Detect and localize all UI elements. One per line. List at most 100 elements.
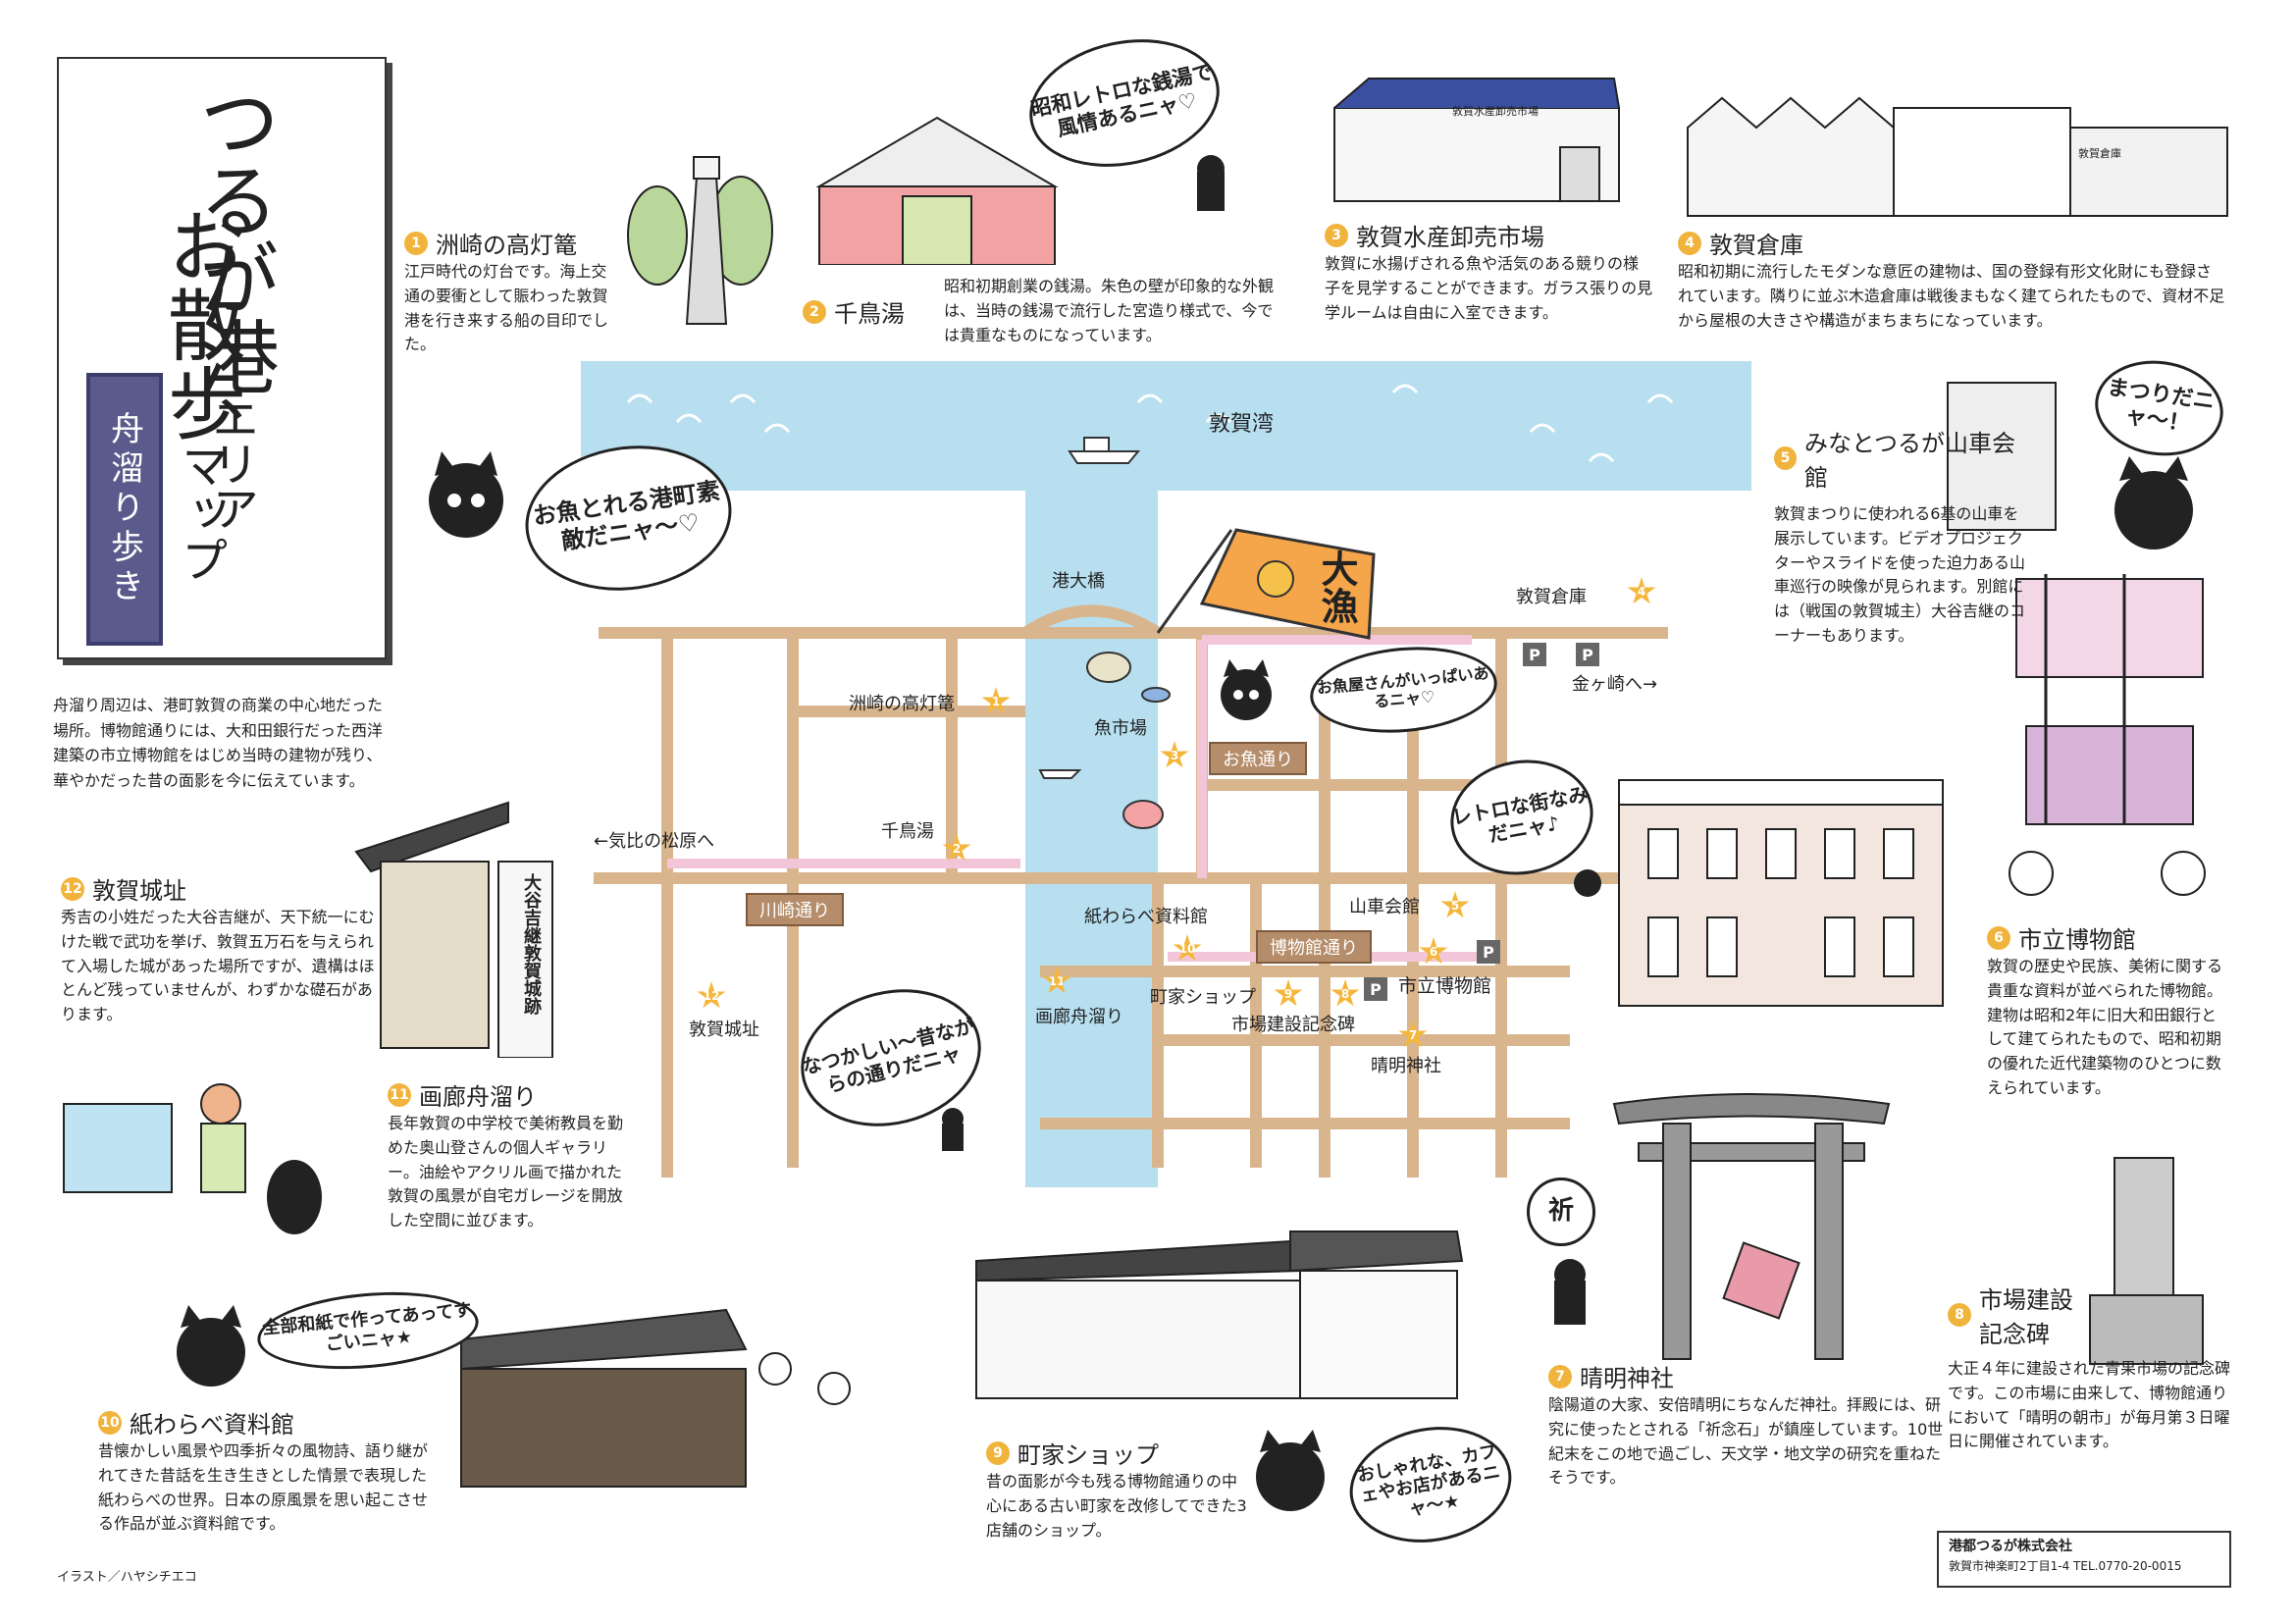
spot-name: 敦賀倉庫 (1709, 232, 1803, 259)
spot-name: 敦賀城址 (92, 877, 186, 905)
speech-bubble: 祈 (1527, 1178, 1595, 1246)
map-label-s4: 敦賀倉庫 (1516, 587, 1587, 607)
intro-text: 舟溜り周辺は、港町敦賀の商業の中心地だった場所。博物館通りには、大和田銀行だった… (53, 696, 384, 790)
bathhouse-illustration (815, 116, 1059, 265)
warehouse-sign: 敦賀倉庫 (2078, 147, 2121, 160)
spot-4: 4 敦賀倉庫 昭和初期に流行したモダンな意匠の建物は、国の登録有形文化財にも登録さ… (1678, 226, 2227, 333)
title-line-1: つるが港エリア (184, 80, 278, 530)
map-label-s11: 画廊舟溜り (1035, 1007, 1123, 1027)
spot-number-badge: 1 (404, 231, 428, 255)
spot-number-badge: 4 (1678, 231, 1701, 255)
lighthouse-illustration (627, 156, 773, 325)
cat-icon (1256, 1430, 1325, 1511)
map-label-s12: 敦賀城址 (689, 1020, 759, 1040)
title-box: つるが港エリア お散歩マップ 舟溜り歩き (57, 57, 387, 659)
cat-icon (942, 1108, 964, 1151)
boat-icons (1038, 437, 1141, 779)
spot-number-badge: 8 (1948, 1303, 1971, 1327)
cat-icon (177, 1305, 245, 1387)
right-arrow-label: 金ヶ崎へ→ (1572, 674, 1658, 695)
parking-icon: P (1576, 643, 1599, 666)
map-label-s6: 市立博物館 (1398, 975, 1492, 997)
bay-water (581, 361, 1751, 1182)
map-label-s9: 町家ショップ (1150, 987, 1256, 1008)
spot-number-badge: 9 (986, 1440, 1010, 1465)
warehouse-illustration (1687, 96, 2228, 217)
spot-name: 市場建設記念碑 (1979, 1286, 2073, 1348)
spot-number-badge: 6 (1987, 925, 2010, 950)
street-kawasaki: 川崎通り (746, 893, 844, 926)
map-label-s1: 洲崎の高灯篭 (849, 694, 955, 714)
spot-number-badge: 2 (803, 299, 826, 324)
spot-description: 昭和初期に流行したモダンな意匠の建物は、国の登録有形文化財にも登録されています。… (1678, 262, 2225, 330)
shrine-torii-illustration (1612, 1093, 1891, 1360)
spot-8: 8 市場建設記念碑 大正４年に建設された青果市場の記念碑です。この市場に由来して、… (1948, 1281, 2230, 1454)
spot-number-badge: 12 (61, 876, 84, 901)
harbor-bridge (1021, 604, 1162, 639)
flag-text: 大漁 (1315, 550, 1358, 624)
spot-name: 紙わらべ資料館 (130, 1411, 294, 1439)
spot-number-badge: 5 (1774, 446, 1797, 470)
map-label-s7: 晴明神社 (1371, 1056, 1441, 1076)
spot-description: 江戸時代の灯台です。海上交通の要衝として賑わった敦賀港を行き来する船の目印でした… (404, 262, 609, 354)
spot-name: みなとつるが山車会館 (1803, 430, 2016, 492)
spot-10: 10 紙わらべ資料館 昔懐かしい風景や四季折々の風物詩、語り継がれてきた昔話を生き… (98, 1405, 442, 1537)
tairyo-flag (1156, 528, 1376, 640)
castle-ruins-illustration (354, 801, 553, 1058)
spot-description: 敦賀に水揚げされる魚や活気のある競りの様子を見学することができます。ガラス張りの… (1325, 254, 1653, 322)
waves (626, 384, 1674, 463)
spot-name: 町家ショップ (1018, 1441, 1159, 1469)
parking-icon: P (1523, 643, 1546, 666)
spot-number-badge: 10 (98, 1410, 122, 1435)
spot-description: 長年敦賀の中学校で美術教員を勤めた奥山登さんの個人ギャラリー。油絵やアクリル画で… (388, 1114, 624, 1230)
spot-description: 敦賀の歴史や民族、美術に関する貴重な資料が並べられた博物館。建物は昭和2年に旧大… (1987, 957, 2223, 1097)
cat-icon (2114, 456, 2193, 550)
parking-icon: P (1477, 940, 1500, 964)
cat-icon (1197, 155, 1225, 211)
bridge-label: 港大橋 (1052, 571, 1105, 592)
monument-illustration (2089, 1157, 2204, 1365)
title-sub-2: マップ (173, 442, 228, 583)
title-main-2: お散歩 (155, 206, 246, 442)
spot-2-description: 昭和初期創業の銭湯。朱色の壁が印象的な外観は、当時の銭湯で流行した宮造り様式で、… (944, 277, 1275, 344)
map-label-s8: 市場建設記念碑 (1231, 1015, 1355, 1035)
spot-2-title: 2 千鳥湯 (803, 294, 905, 329)
spot-name: 千鳥湯 (834, 300, 905, 328)
title-line-2: お散歩マップ (155, 206, 246, 583)
cat-icon (1221, 659, 1272, 720)
spot-description: 昔の面影が今も残る博物館通りの中心にある古い町家を改修してできた3店舗のショップ… (986, 1472, 1247, 1540)
fish-icons (1086, 652, 1171, 829)
spot-9: 9 町家ショップ 昔の面影が今も残る博物館通りの中心にある古い町家を改修してできた… (986, 1436, 1251, 1543)
fish-market-illustration (1333, 78, 1620, 202)
gallery-illustration (63, 1083, 322, 1234)
spot-description: 大正４年に建設された青果市場の記念碑です。この市場に由来して、博物館通りにおいて… (1948, 1359, 2231, 1451)
subtitle-text: 舟溜り歩き (104, 411, 144, 607)
spot-description: 陰陽道の大家、安倍晴明にちなんだ神社。拝殿には、研究に使ったとされる「祈念石」が… (1548, 1395, 1944, 1488)
spot-description: 敦賀まつりに使われる6基の山車を展示しています。ビデオプロジェクターやスライドを… (1774, 504, 2026, 645)
map-label-s2: 千鳥湯 (881, 821, 934, 842)
cat-icon (1574, 869, 1601, 897)
spot-number-badge: 3 (1325, 223, 1348, 247)
cat-icon (1554, 1259, 1586, 1325)
title-sub-1: エリア (203, 394, 258, 530)
market-sign: 敦賀水産卸売市場 (1452, 105, 1539, 118)
castle-sign: 大谷吉継敦賀城跡 (521, 873, 542, 1015)
bay-label: 敦賀湾 (1209, 412, 1275, 437)
spot-number-badge: 11 (388, 1082, 411, 1107)
spot-description: 昔懐かしい風景や四季折々の風物詩、語り継がれてきた昔話を生き生きとした情景で表現… (98, 1441, 429, 1534)
parking-icon: P (1364, 977, 1387, 1001)
illustration-credit: イラスト／ハヤシチエコ (57, 1570, 197, 1585)
museum-illustration (1618, 779, 1944, 1007)
company-address: 敦賀市神楽町2丁目1-4 TEL.0770-20-0015 (1949, 1559, 2182, 1573)
street-osakana: お魚通り (1209, 742, 1307, 775)
float-hall-illustration (1947, 382, 2206, 896)
